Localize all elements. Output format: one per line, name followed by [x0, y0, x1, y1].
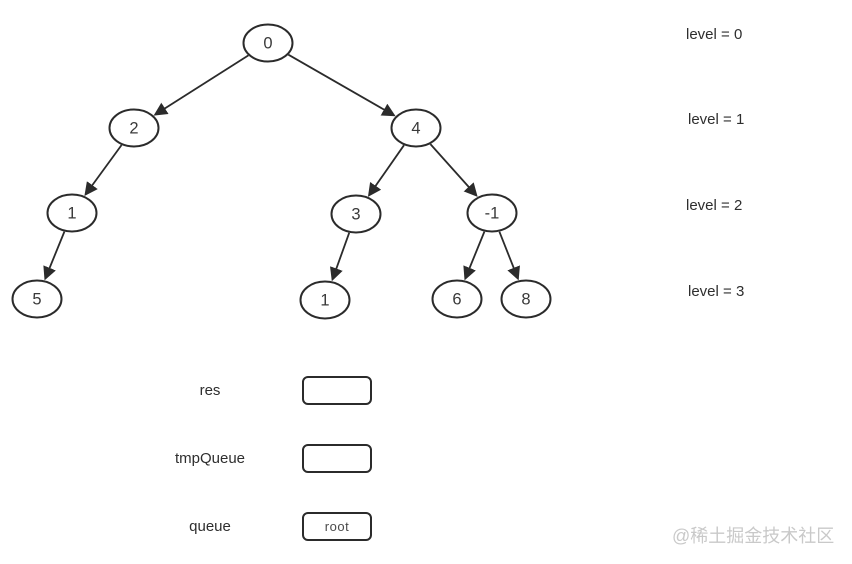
variable-row-tmpqueue: tmpQueue: [150, 443, 372, 473]
tree-edge: [287, 53, 396, 117]
tree-node-value: -1: [485, 205, 500, 223]
tree-edge: [429, 143, 478, 197]
tree-node-value: 1: [320, 292, 329, 310]
variable-row-res: res: [150, 375, 372, 405]
tree-node: [46, 193, 98, 233]
tree-edge: [84, 144, 123, 197]
tree-node: [330, 194, 382, 234]
level-label: level = 2: [686, 197, 743, 214]
tree-node-value: 3: [351, 206, 360, 224]
watermark: @稀土掘金技术社区: [672, 526, 835, 546]
tree-edge: [498, 231, 520, 281]
tree-edge: [330, 232, 351, 282]
variable-value-queue: root: [324, 518, 350, 534]
tree-node: [108, 108, 160, 148]
tree-node: [11, 279, 63, 319]
tree-node: [390, 108, 442, 148]
variable-label-res: res: [199, 381, 221, 399]
tree-node-value: 2: [129, 120, 138, 138]
tree-node-value: 1: [67, 205, 76, 223]
variable-label-tmpqueue: tmpQueue: [174, 449, 246, 467]
level-label: level = 1: [688, 111, 745, 128]
level-label: level = 3: [688, 283, 745, 300]
tree-node: [466, 193, 518, 233]
variable-row-queue: queue root: [150, 511, 372, 541]
variable-box-tmpqueue: [302, 443, 372, 473]
level-label: level = 0: [686, 26, 743, 43]
tree-edge: [367, 144, 405, 197]
tree-node: [299, 280, 351, 320]
variable-label-queue: queue: [189, 517, 231, 535]
variable-box-queue: root: [302, 511, 372, 541]
tree-node: [242, 23, 294, 63]
variable-box-res: [302, 375, 372, 405]
tree-node: [500, 279, 552, 319]
tree-edge: [463, 231, 486, 281]
tree-node-value: 5: [32, 291, 41, 309]
tree-node: [431, 279, 483, 319]
tree-node-value: 8: [521, 291, 530, 309]
tree-node-value: 4: [411, 120, 420, 138]
tree-node-value: 6: [452, 291, 461, 309]
tree-node-value: 0: [263, 35, 272, 53]
tree-edge: [43, 231, 66, 281]
tree-edge: [153, 54, 249, 116]
